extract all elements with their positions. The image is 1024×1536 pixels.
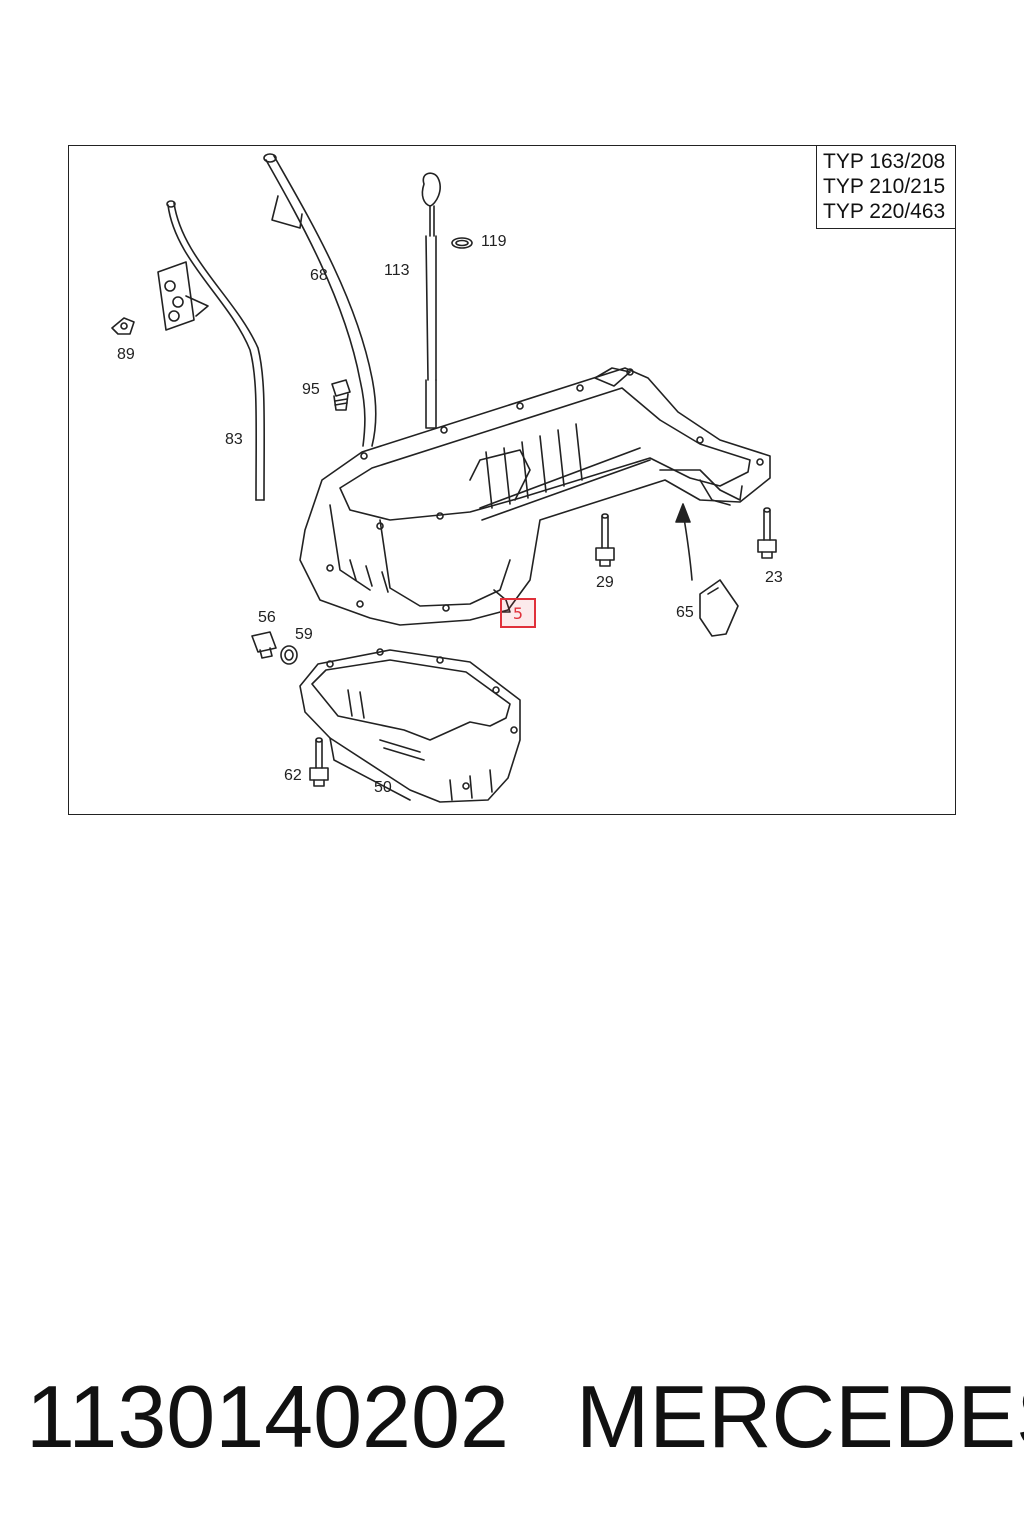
callout-119: 119 xyxy=(481,233,507,250)
footer: 1130140202 MERCEDES xyxy=(26,1362,1024,1472)
callout-50: 50 xyxy=(374,779,392,796)
dipstick-guide-tube-68 xyxy=(263,153,377,447)
typ-line-2: TYP 210/215 xyxy=(823,175,946,198)
callout-5-highlighted[interactable]: 5 xyxy=(500,598,536,628)
dipstick-113 xyxy=(421,172,441,429)
model-type-box: TYP 163/208 TYP 210/215 TYP 220/463 xyxy=(816,145,956,229)
callout-62: 62 xyxy=(284,767,302,784)
baffle-plate-65 xyxy=(675,503,739,637)
callout-59: 59 xyxy=(295,626,313,643)
bolt-62 xyxy=(309,737,329,787)
upper-oil-pan-5 xyxy=(299,367,771,626)
callout-68: 68 xyxy=(310,267,328,284)
callout-83: 83 xyxy=(225,431,243,448)
callout-95: 95 xyxy=(302,381,320,398)
lower-oil-pan-50 xyxy=(299,648,521,803)
callout-89: 89 xyxy=(117,346,135,363)
bolt-29 xyxy=(595,513,615,567)
brand-name: MERCEDES xyxy=(576,1367,1024,1466)
callout-113: 113 xyxy=(384,262,410,279)
diagram-frame: TYP 163/208 TYP 210/215 TYP 220/463 xyxy=(68,145,956,815)
callout-23: 23 xyxy=(765,569,783,586)
typ-line-3: TYP 220/463 xyxy=(823,200,946,223)
callout-56: 56 xyxy=(258,609,276,626)
o-ring-119 xyxy=(451,237,473,249)
plug-95 xyxy=(331,379,351,411)
callout-29: 29 xyxy=(596,574,614,591)
typ-line-1: TYP 163/208 xyxy=(823,150,946,173)
seal-ring-59 xyxy=(280,645,298,665)
guide-tube-83 xyxy=(157,200,266,501)
callout-65: 65 xyxy=(676,604,694,621)
clip-89 xyxy=(111,317,135,335)
bolt-23 xyxy=(757,507,777,559)
drain-plug-56 xyxy=(251,631,277,659)
part-number: 1130140202 xyxy=(26,1367,509,1466)
